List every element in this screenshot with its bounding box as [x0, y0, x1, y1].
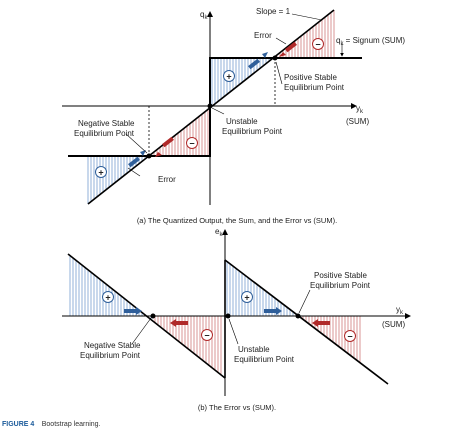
a-caption: (a) The Quantized Output, the Sum, and t… [137, 216, 337, 225]
a-signum-label: qk = Signum (SUM) [336, 36, 405, 47]
a-slope-label: Slope = 1 [256, 7, 291, 16]
svg-text:−: − [189, 139, 194, 149]
panel-a: + − − + qk yk (SUM) Slope = 1 Error qk =… [62, 7, 405, 225]
a-point-positive [272, 55, 278, 61]
b-minus-mid: − [201, 329, 213, 341]
a-leader-error-top [275, 37, 287, 45]
b-arrow-red-right [312, 319, 330, 327]
a-error-label-bottom: Error [158, 175, 176, 184]
b-caption: (b) The Error vs (SUM). [198, 403, 276, 412]
a-negative-stable-label: Negative Stable Equilibrium Point [74, 119, 137, 138]
svg-text:+: + [105, 293, 110, 303]
b-error-line-right [224, 259, 389, 385]
b-y-axis-label: ek [215, 227, 223, 238]
b-x-axis-unit: (SUM) [382, 320, 405, 329]
a-plus-top: + [223, 70, 235, 82]
a-arrow-red-bottom [155, 136, 174, 157]
svg-text:−: − [347, 332, 352, 342]
b-arrow-red-mid [170, 319, 188, 327]
b-positive-stable-label: Positive Stable Equilibrium Point [310, 271, 371, 290]
a-arrow-blue-bottom [128, 150, 146, 168]
b-x-axis-label: yk [396, 305, 404, 316]
a-leader-positive [275, 61, 283, 85]
a-leader-negative [125, 133, 148, 154]
b-arrow-blue-left [124, 307, 142, 315]
a-y-axis-label: qk [200, 10, 208, 21]
b-negative-stable-label: Negative Stable Equilibrium Point [80, 341, 143, 360]
svg-text:−: − [204, 331, 209, 341]
b-error-line-left [67, 253, 226, 379]
a-leader-error-bottom [127, 167, 141, 177]
figure-caption: FIGURE 4 Bootstrap learning. [2, 413, 101, 430]
a-error-label-top: Error [254, 31, 272, 40]
a-x-axis-unit: (SUM) [346, 117, 369, 126]
b-minus-right: − [344, 330, 356, 342]
svg-text:+: + [98, 168, 103, 178]
b-leader-unstable [228, 318, 239, 345]
a-minus-top: − [312, 38, 324, 50]
b-point-negative [150, 313, 156, 319]
b-leader-positive [298, 289, 311, 314]
b-point-unstable [225, 313, 231, 319]
a-point-unstable [207, 103, 213, 109]
a-arrow-blue-top [248, 52, 268, 70]
b-unstable-label: Unstable Equilibrium Point [234, 345, 295, 364]
a-plus-bottom: + [95, 166, 107, 178]
b-plus-left: + [102, 291, 114, 303]
a-unstable-label: Unstable Equilibrium Point [222, 117, 283, 136]
b-arrow-blue-right [264, 307, 282, 315]
svg-text:+: + [226, 72, 231, 82]
a-leader-unstable [211, 107, 225, 115]
a-point-negative [146, 153, 152, 159]
b-leader-negative [131, 317, 152, 345]
a-arrow-red-top [279, 41, 297, 57]
panel-b: + − + − ek yk (SUM) Positive Stable Equi… [62, 227, 411, 412]
b-plus-mid: + [241, 291, 253, 303]
b-point-positive [295, 313, 301, 319]
svg-text:−: − [315, 40, 320, 50]
a-leader-slope [291, 13, 323, 21]
svg-text:+: + [244, 293, 249, 303]
a-minus-mid: − [186, 137, 198, 149]
a-x-axis-label: yk [356, 104, 364, 115]
a-positive-stable-label: Positive Stable Equilibrium Point [284, 73, 345, 92]
